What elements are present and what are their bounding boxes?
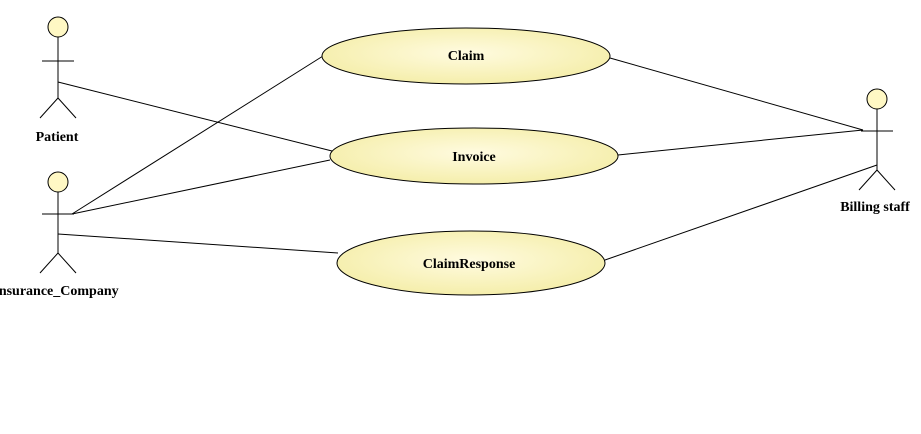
association-insurance-invoice[interactable] [71, 159, 331, 215]
association-insurance-claim[interactable] [71, 55, 324, 215]
actor-head-icon [47, 16, 69, 38]
usecase-ellipse [321, 27, 611, 85]
actor-label-patient: Patient [36, 130, 79, 145]
association-billing-invoice[interactable] [617, 129, 864, 156]
association-billing-claim[interactable] [609, 57, 864, 131]
usecase-label-invoice: Invoice [452, 150, 496, 165]
association-insurance-claimresponse[interactable] [57, 233, 339, 254]
usecase-label-claimresponse: ClaimResponse [423, 257, 516, 272]
actor-patient[interactable]: Patient [36, 16, 79, 145]
usecase-label-claim: Claim [448, 49, 485, 64]
actor-leg-left [39, 252, 59, 274]
usecase-invoice[interactable]: Invoice [329, 127, 619, 185]
usecase-ellipse [329, 127, 619, 185]
usecase-claimresponse[interactable]: ClaimResponse [336, 230, 606, 296]
actor-leg-left [39, 97, 59, 119]
association-billing-claimresponse[interactable] [604, 164, 878, 261]
associations [57, 55, 878, 261]
actor-label-insurance-company: Insurance_Company [0, 284, 119, 299]
actor-leg-right [876, 169, 896, 191]
usecase-claim[interactable]: Claim [321, 27, 611, 85]
actor-head-icon [47, 171, 69, 193]
actor-leg-right [57, 97, 77, 119]
actor-insurance-company[interactable]: Insurance_Company [0, 171, 119, 299]
association-patient-invoice[interactable] [57, 81, 337, 153]
actor-leg-right [57, 252, 77, 274]
actor-head-icon [866, 88, 888, 110]
actor-leg-left [858, 169, 878, 191]
actor-label-billing-staff: Billing staff [840, 200, 910, 215]
actor-billing-staff[interactable]: Billing staff [840, 88, 910, 215]
usecase-ellipse [336, 230, 606, 296]
